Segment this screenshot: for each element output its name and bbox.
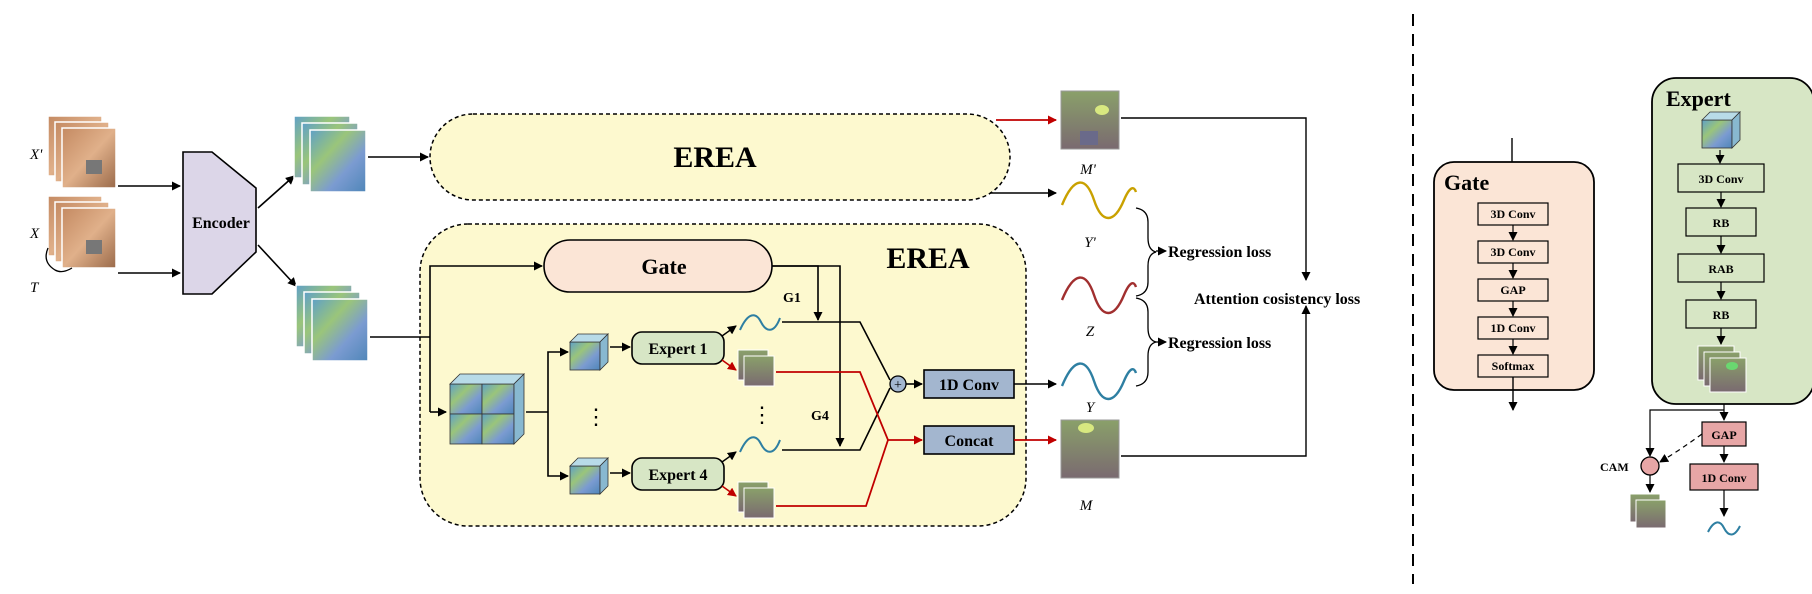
expert-4-label: Expert 4 xyxy=(648,467,707,484)
regression-loss-bottom: Regression loss xyxy=(1168,335,1271,352)
expert-detail-title: Expert xyxy=(1666,86,1731,111)
label-m: M xyxy=(1079,498,1094,514)
arrow-encoder-feat-top xyxy=(257,175,295,209)
concat-block xyxy=(923,425,1015,455)
cam-label: CAM xyxy=(1600,460,1629,474)
expert-detail-input-cube xyxy=(1701,111,1741,149)
expert-block-3dconv xyxy=(1677,163,1765,193)
experts-ellipsis: ⋮ xyxy=(585,404,607,429)
line-m-attention xyxy=(1121,305,1311,457)
arrow-expert1-wave xyxy=(721,325,737,337)
label-t: T xyxy=(30,280,40,296)
wave-y-prime xyxy=(1060,181,1138,220)
encoder-block xyxy=(182,151,257,295)
arrow-expert4-wave xyxy=(721,451,737,463)
regression-loss-top: Regression loss xyxy=(1168,244,1271,261)
erea-top-label: EREA xyxy=(673,141,757,174)
arrow-split-gate xyxy=(429,261,543,412)
outputs-ellipsis: ⋮ xyxy=(751,402,773,427)
wave-y xyxy=(1060,362,1138,401)
expert-block-rb-2 xyxy=(1685,299,1757,329)
patch-cube-1 xyxy=(569,333,609,371)
expert1-attention-map xyxy=(737,349,775,387)
concat-label: Concat xyxy=(945,433,995,450)
gate-block-1dconv-label: 1D Conv xyxy=(1490,321,1535,335)
cam-node xyxy=(1640,456,1660,476)
gate-block-softmax-label: Softmax xyxy=(1492,359,1535,373)
expert-block-1dconv xyxy=(1689,463,1759,491)
attention-consistency-loss: Attention cosistency loss xyxy=(1194,291,1360,308)
label-z: Z xyxy=(1086,324,1095,340)
sum-plus-icon: + xyxy=(894,378,902,393)
gate-block-3dconv-2-label: 3D Conv xyxy=(1490,245,1535,259)
brace-regression-top xyxy=(1135,207,1157,297)
expert-block-rab xyxy=(1677,253,1765,283)
gate-label: Gate xyxy=(641,254,686,279)
expert-detail-to-cam xyxy=(1645,409,1724,457)
red-map4-concat xyxy=(776,439,889,507)
expert-block-3dconv-label: 3D Conv xyxy=(1698,172,1743,186)
input-face-stack-x-prime xyxy=(47,115,117,189)
expert-1-block xyxy=(631,331,725,365)
patch-cube-4 xyxy=(569,457,609,495)
arrow-encoder-feat-bottom xyxy=(257,244,297,287)
gate-weight-g4 xyxy=(772,265,845,447)
red-map1-concat xyxy=(776,371,923,445)
erea-top-block xyxy=(429,113,1011,201)
gap-to-cam-dashed xyxy=(1659,433,1703,463)
feature-stack-top xyxy=(293,115,367,193)
arrow-expert1-map xyxy=(721,359,737,371)
expert-block-1dconv-label: 1D Conv xyxy=(1701,471,1746,485)
brace-regression-bottom xyxy=(1135,297,1157,387)
arrow-branch-cube1 xyxy=(547,347,569,412)
patch-cube-stack xyxy=(449,373,525,445)
line-wave4-sum xyxy=(782,387,891,451)
expert-4-block xyxy=(631,457,725,491)
gate-block-gap-label: GAP xyxy=(1500,283,1525,297)
gate-block-3dconv-1-label: 3D Conv xyxy=(1490,207,1535,221)
label-g4: G4 xyxy=(811,409,829,424)
erea-bottom-label: EREA xyxy=(886,242,970,275)
conv1d-block xyxy=(923,369,1015,399)
gate-detail-blocks: 3D Conv 3D Conv GAP 1D Conv Softmax xyxy=(1477,202,1549,378)
brace-t xyxy=(45,247,73,273)
expert-block-gap-label: GAP xyxy=(1711,428,1736,442)
output-map-m-prime xyxy=(1060,90,1120,150)
label-m-prime: M' xyxy=(1079,162,1096,178)
expert-1-label: Expert 1 xyxy=(648,341,707,358)
expert-detail-feature-map xyxy=(1697,345,1747,393)
expert-block-rb-2-label: RB xyxy=(1713,308,1730,322)
feature-stack-bottom xyxy=(295,284,369,362)
encoder-label: Encoder xyxy=(192,215,250,232)
expert-detail-rppg-wave xyxy=(1707,521,1741,536)
cam-attention-map xyxy=(1629,493,1667,529)
erea-bottom-block xyxy=(419,223,1027,527)
conv1d-label: 1D Conv xyxy=(939,377,999,394)
output-map-m xyxy=(1060,419,1120,479)
wave-z xyxy=(1060,276,1138,315)
expert-block-rb-1 xyxy=(1685,207,1757,237)
label-x: X xyxy=(29,226,40,242)
label-y: Y xyxy=(1086,400,1096,416)
expert-block-rb-1-label: RB xyxy=(1713,216,1730,230)
expert4-rppg-wave xyxy=(739,436,781,453)
arrow-expert4-map xyxy=(721,485,737,497)
line-mprime-attention xyxy=(1121,117,1311,281)
gate-detail-title: Gate xyxy=(1444,170,1489,195)
expert1-rppg-wave xyxy=(739,314,781,331)
label-y-prime: Y' xyxy=(1084,235,1096,251)
arrow-branch-cube4 xyxy=(547,412,569,481)
label-x-prime: X' xyxy=(29,147,43,163)
expert-block-rab-label: RAB xyxy=(1708,262,1733,276)
label-g1: G1 xyxy=(783,291,801,306)
line-wave1-sum xyxy=(782,321,891,381)
expert4-attention-map xyxy=(737,481,775,519)
input-face-stack-x xyxy=(47,195,117,269)
